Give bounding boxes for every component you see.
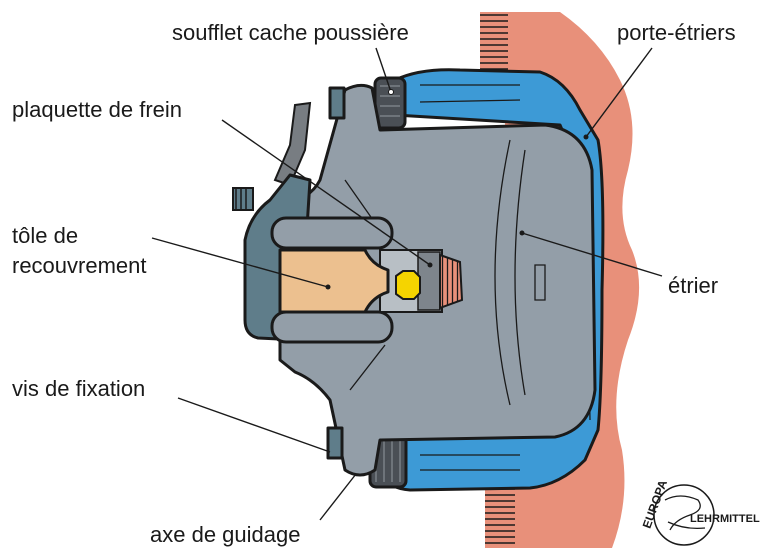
label-fixing-screw: vis de fixation bbox=[12, 376, 145, 401]
caliper-finger-bottom bbox=[270, 310, 394, 344]
europa-lehrmittel-logo: EUROPA LEHRMITTEL bbox=[640, 478, 760, 546]
label-guide-pin: axe de guidage bbox=[150, 522, 300, 547]
cover-plate bbox=[278, 248, 390, 314]
brake-pad bbox=[417, 251, 441, 311]
brake-hose bbox=[273, 101, 312, 187]
logo-text-lehrmittel: LEHRMITTEL bbox=[690, 513, 760, 525]
bleeder-screw bbox=[232, 187, 254, 211]
label-brake-pad: plaquette de frein bbox=[12, 97, 182, 122]
disc-section bbox=[439, 253, 464, 310]
fixing-screw bbox=[326, 426, 344, 460]
label-carrier: porte-étriers bbox=[617, 20, 736, 45]
label-cover-plate-1: tôle de bbox=[12, 223, 78, 248]
piston-nut bbox=[395, 270, 421, 300]
label-caliper: étrier bbox=[668, 273, 718, 298]
label-dust-boot: soufflet cache poussière bbox=[172, 20, 409, 45]
caliper-finger-top bbox=[270, 216, 394, 250]
label-cover-plate-2: recouvrement bbox=[12, 253, 147, 278]
leader-lines bbox=[151, 47, 663, 521]
brake-pad-assembly bbox=[278, 248, 464, 314]
bolt-top bbox=[328, 86, 346, 120]
